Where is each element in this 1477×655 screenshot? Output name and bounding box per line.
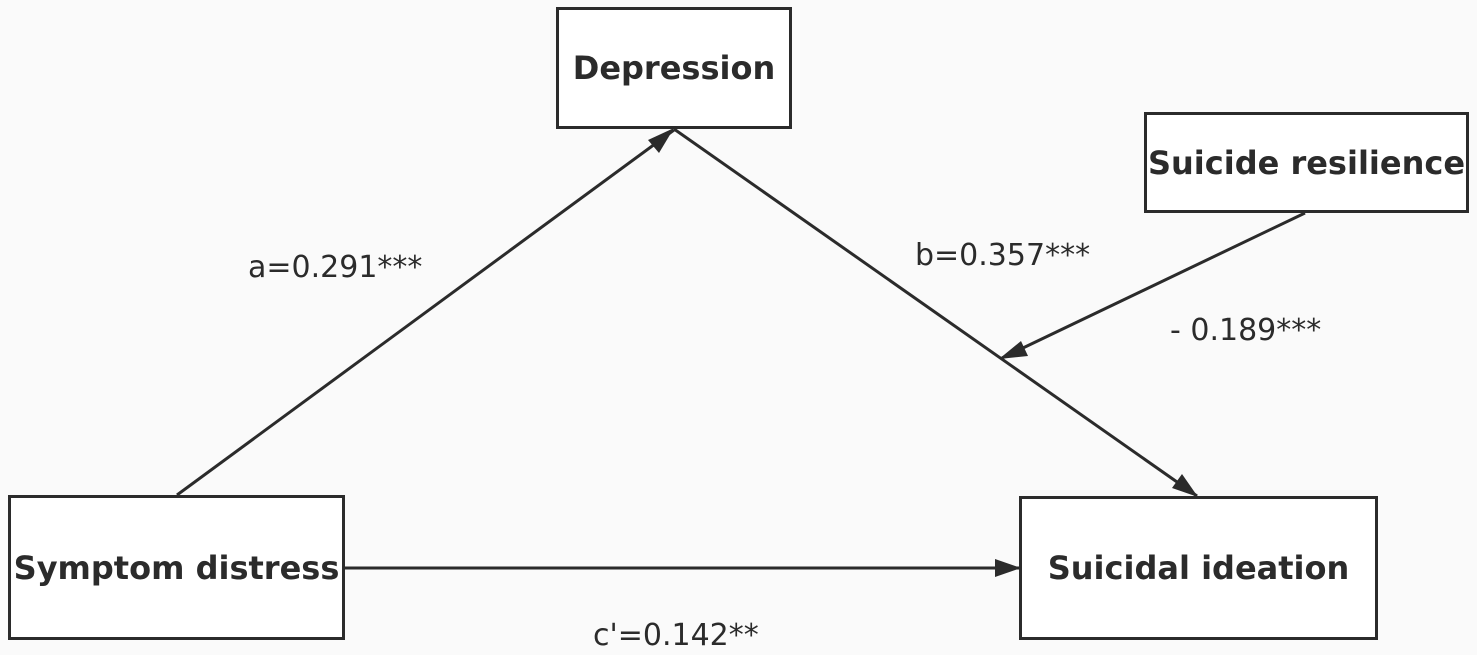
arrowhead-moderation bbox=[999, 341, 1028, 359]
arrow-symptom-to-depression bbox=[176, 128, 675, 497]
arrow-depression-to-ideation bbox=[673, 127, 1198, 498]
node-suicide-resilience-label: Suicide resilience bbox=[1147, 143, 1466, 182]
arrowhead-ideation-from-depression bbox=[1172, 474, 1198, 497]
moderation-coefficient: - 0.189*** bbox=[1170, 313, 1322, 348]
arrowhead-depression bbox=[648, 128, 674, 153]
path-c-prime-coefficient: c'=0.142** bbox=[593, 618, 759, 653]
path-a-coefficient: a=0.291*** bbox=[248, 250, 423, 285]
path-b-coefficient: b=0.357*** bbox=[915, 238, 1091, 273]
node-suicide-resilience: Suicide resilience bbox=[1144, 112, 1469, 213]
node-depression: Depression bbox=[556, 7, 792, 129]
arrow-resilience-to-path-b bbox=[1001, 211, 1306, 360]
node-suicidal-ideation: Suicidal ideation bbox=[1019, 496, 1378, 640]
node-depression-label: Depression bbox=[572, 49, 776, 87]
node-symptom-distress-label: Symptom distress bbox=[13, 548, 340, 587]
node-symptom-distress: Symptom distress bbox=[8, 495, 345, 640]
node-suicidal-ideation-label: Suicidal ideation bbox=[1047, 549, 1350, 587]
arrowhead-ideation-from-symptom bbox=[995, 559, 1021, 577]
